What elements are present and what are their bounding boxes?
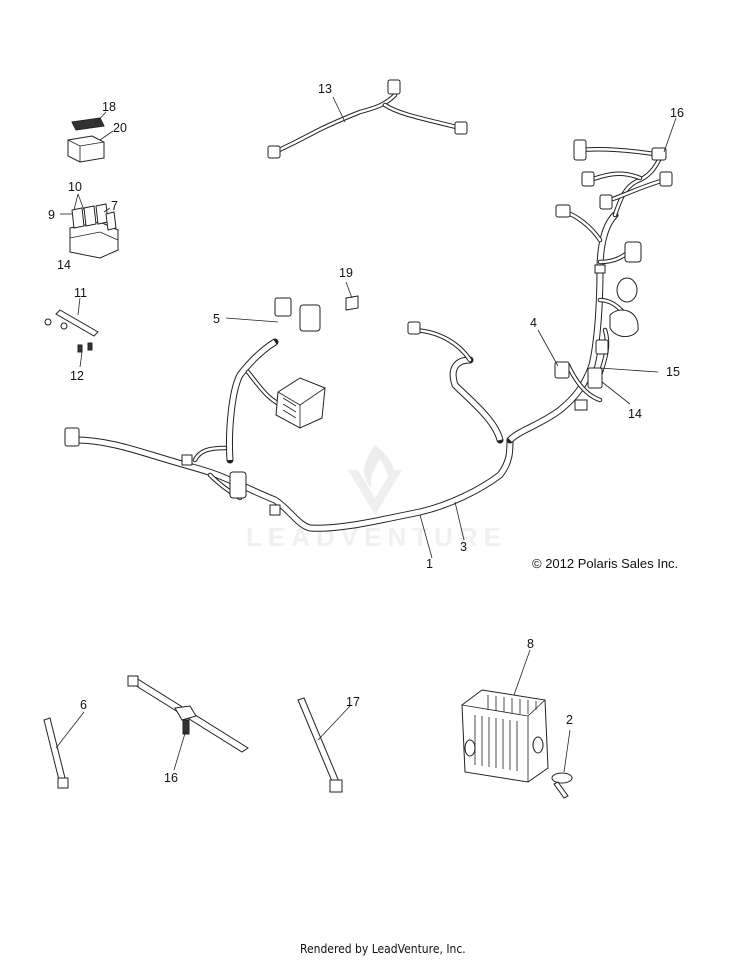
callouts: 13 18 20 10 7 9 14 11 12 5 19 4 15 14 16… (48, 82, 684, 785)
callout-18: 18 (102, 100, 116, 114)
fuse-block-14 (69, 203, 119, 259)
callout-14-fuse: 14 (57, 258, 71, 272)
callout-15: 15 (666, 365, 680, 379)
label-18 (71, 117, 105, 131)
cable-tie-17 (297, 697, 343, 793)
callout-16-harness: 16 (670, 106, 684, 120)
callout-10: 10 (68, 180, 82, 194)
callout-20: 20 (113, 121, 127, 135)
callout-8: 8 (527, 637, 534, 651)
callout-12: 12 (70, 369, 84, 383)
clip-19 (345, 295, 359, 311)
fuse-cover-20 (67, 135, 105, 163)
callout-17: 17 (346, 695, 360, 709)
voltage-regulator-8 (461, 689, 549, 783)
callout-4: 4 (530, 316, 537, 330)
callout-19: 19 (339, 266, 353, 280)
callout-3: 3 (460, 540, 467, 554)
render-credit: Rendered by LeadVenture, Inc. (300, 942, 466, 956)
watermark-logo: LEADVENTURE (246, 445, 507, 552)
callout-16-mount: 16 (164, 771, 178, 785)
tie-mount-16 (127, 675, 249, 753)
upper-harness-branch (555, 139, 673, 355)
callout-11: 11 (74, 286, 87, 300)
screw-2 (551, 772, 573, 799)
callout-6: 6 (80, 698, 87, 712)
callout-2: 2 (566, 713, 573, 727)
bracket-11 (44, 309, 99, 337)
screws-12 (77, 342, 93, 353)
watermark-text: LEADVENTURE (246, 522, 507, 552)
cable-tie-6 (43, 717, 69, 789)
copyright-notice: © 2012 Polaris Sales Inc. (532, 556, 678, 571)
callout-9: 9 (48, 208, 55, 222)
leader-lines (55, 96, 677, 773)
harness-13 (267, 79, 468, 159)
callout-1: 1 (426, 557, 433, 571)
callout-14-harness: 14 (628, 407, 642, 421)
callout-5: 5 (213, 312, 220, 326)
main-wiring-harness (71, 209, 633, 532)
callout-7: 7 (111, 199, 118, 213)
callout-13: 13 (318, 82, 332, 96)
harness-connectors (64, 297, 603, 516)
